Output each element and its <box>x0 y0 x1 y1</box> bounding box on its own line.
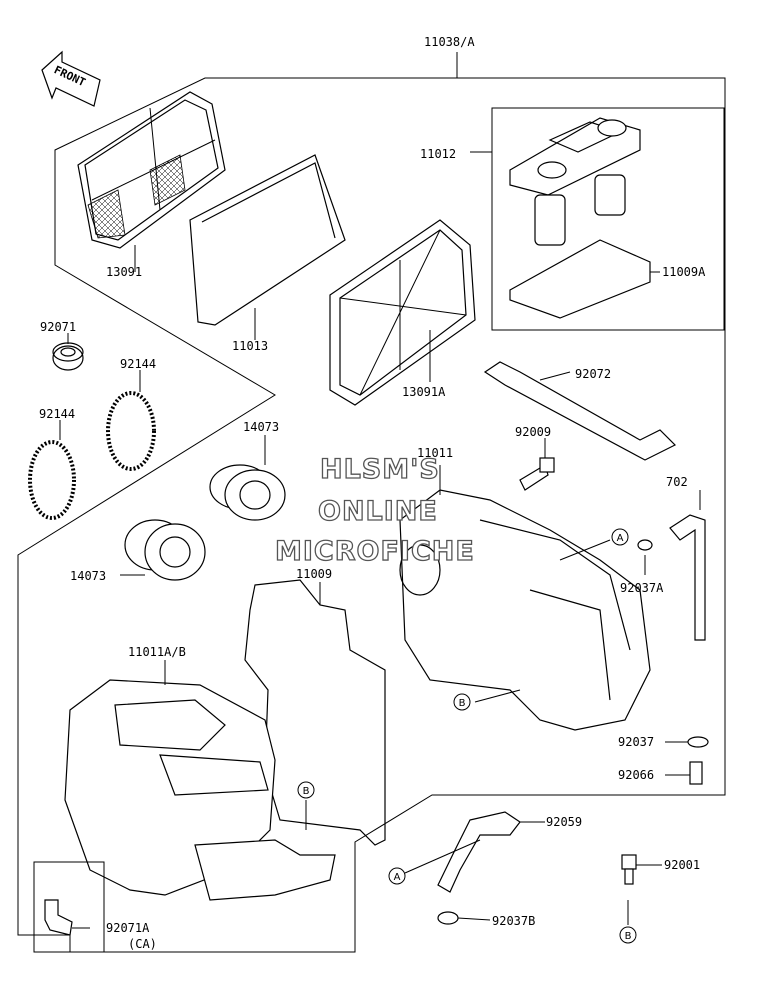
part-92009-bolt <box>519 438 555 491</box>
part-11011-housing <box>399 465 651 731</box>
label-92059: 92059 <box>546 815 582 829</box>
watermark: HLSM'S ONLINE MICROFICHE <box>274 453 475 567</box>
part-92001-bolt <box>621 854 662 885</box>
label-92144-b: 92144 <box>39 407 75 421</box>
part-92071-grommet <box>52 333 84 371</box>
label-92071A: 92071A <box>106 921 150 935</box>
label-92037B: 92037B <box>492 914 535 928</box>
part-14073-cap-a <box>209 435 286 521</box>
part-11009-gasket <box>244 579 386 846</box>
label-CA: (CA) <box>128 937 157 951</box>
label-92072: 92072 <box>575 367 611 381</box>
ref-circle-b1: B <box>453 693 471 711</box>
ref-b3-label: B <box>625 931 632 942</box>
label-11009A: 11009A <box>662 265 706 279</box>
ref-circle-a2: A <box>388 867 406 885</box>
part-702-hose <box>669 490 706 641</box>
label-13091: 13091 <box>106 265 142 279</box>
part-13091A-frame <box>329 219 476 406</box>
label-14073-b: 14073 <box>70 569 106 583</box>
ref-b1-label: B <box>459 698 466 709</box>
label-14073-a: 14073 <box>243 420 279 434</box>
ref-circle-b3: B <box>619 926 637 944</box>
part-92037-clip <box>665 736 709 748</box>
assembly-boundary <box>17 77 726 953</box>
part-14073-cap-b <box>120 519 206 581</box>
ref-a1-label: A <box>617 533 624 544</box>
label-11013: 11013 <box>232 339 268 353</box>
watermark-line3: MICROFICHE <box>275 536 475 567</box>
label-92066: 92066 <box>618 768 654 782</box>
label-13091A: 13091A <box>402 385 446 399</box>
label-702: 702 <box>666 475 688 489</box>
ref-b2-label: B <box>303 786 310 797</box>
label-11009: 11009 <box>296 567 332 581</box>
front-arrow: FRONT <box>41 50 101 107</box>
part-92037A-clip <box>637 539 653 575</box>
watermark-line1: HLSM'S <box>320 454 440 485</box>
label-92144-a: 92144 <box>120 357 156 371</box>
part-13091-element <box>77 91 226 272</box>
part-92037B-clip <box>437 911 491 925</box>
part-92144-clamp-b <box>28 420 76 520</box>
part-92072-strap <box>483 361 677 461</box>
ref-circle-b2: B <box>297 781 315 799</box>
part-11011AB-housing <box>64 660 336 901</box>
part-92071A-elbow <box>33 861 105 953</box>
label-92071: 92071 <box>40 320 76 334</box>
part-92066-fitting <box>665 761 703 785</box>
ref-a2-label: A <box>394 872 401 883</box>
label-11012: 11012 <box>420 147 456 161</box>
label-11011: 11011 <box>417 446 453 460</box>
label-92001: 92001 <box>664 858 700 872</box>
ref-circle-a1: A <box>611 528 629 546</box>
label-11038A: 11038/A <box>424 35 475 49</box>
part-11012-box <box>470 107 725 331</box>
label-92009: 92009 <box>515 425 551 439</box>
part-92144-clamp-a <box>106 370 156 471</box>
part-11013-foam <box>189 154 346 340</box>
part-92059-hose <box>437 811 545 893</box>
label-11011AB: 11011A/B <box>128 645 186 659</box>
label-92037A: 92037A <box>620 581 664 595</box>
label-92037: 92037 <box>618 735 654 749</box>
watermark-line2: ONLINE <box>318 496 438 527</box>
